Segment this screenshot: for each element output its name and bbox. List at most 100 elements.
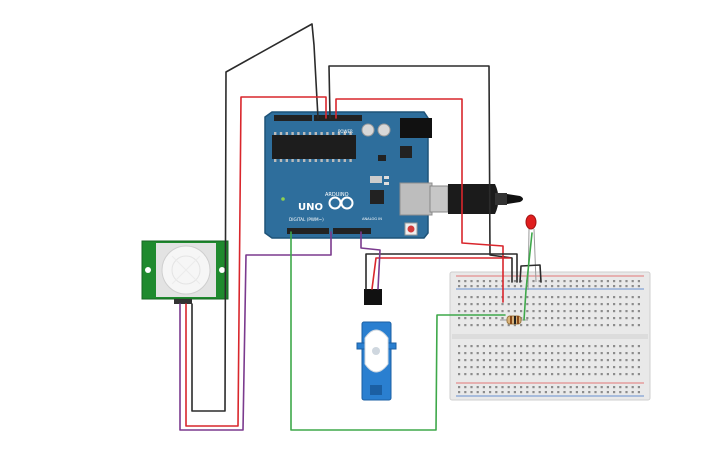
breadboard-hole[interactable] — [551, 345, 554, 348]
breadboard-hole[interactable] — [631, 352, 634, 355]
breadboard-hole[interactable] — [594, 352, 597, 355]
breadboard-hole[interactable] — [489, 352, 492, 355]
breadboard-hole[interactable] — [464, 352, 467, 355]
breadboard-hole[interactable] — [613, 280, 616, 283]
breadboard-hole[interactable] — [606, 324, 609, 327]
wire-black-gnd-breadboard[interactable] — [328, 65, 513, 283]
breadboard-hole[interactable] — [588, 386, 591, 389]
breadboard-hole[interactable] — [582, 285, 585, 288]
breadboard-hole[interactable] — [606, 345, 609, 348]
breadboard-hole[interactable] — [520, 303, 523, 306]
breadboard-hole[interactable] — [557, 280, 560, 283]
breadboard-hole[interactable] — [532, 310, 535, 313]
breadboard-hole[interactable] — [470, 303, 473, 306]
breadboard-hole[interactable] — [501, 317, 504, 320]
breadboard-hole[interactable] — [606, 366, 609, 369]
breadboard-hole[interactable] — [594, 285, 597, 288]
breadboard-hole[interactable] — [557, 317, 560, 320]
breadboard-hole[interactable] — [600, 285, 603, 288]
wire-green-led-signal[interactable] — [290, 231, 506, 431]
breadboard-hole[interactable] — [613, 373, 616, 376]
breadboard-hole[interactable] — [582, 386, 585, 389]
breadboard-hole[interactable] — [513, 296, 516, 299]
breadboard-hole[interactable] — [532, 373, 535, 376]
breadboard-hole[interactable] — [582, 317, 585, 320]
servo-connector[interactable] — [364, 289, 382, 305]
breadboard-hole[interactable] — [631, 345, 634, 348]
breadboard-hole[interactable] — [631, 280, 634, 283]
breadboard-hole[interactable] — [600, 352, 603, 355]
breadboard-hole[interactable] — [563, 352, 566, 355]
breadboard-hole[interactable] — [594, 296, 597, 299]
breadboard-hole[interactable] — [557, 324, 560, 327]
breadboard-hole[interactable] — [544, 386, 547, 389]
wire-black-servo-gnd[interactable] — [365, 253, 518, 290]
breadboard-hole[interactable] — [600, 324, 603, 327]
breadboard-hole[interactable] — [600, 303, 603, 306]
breadboard-hole[interactable] — [544, 303, 547, 306]
breadboard-hole[interactable] — [631, 386, 634, 389]
breadboard-hole[interactable] — [458, 280, 461, 283]
breadboard[interactable] — [449, 271, 651, 401]
breadboard-hole[interactable] — [501, 324, 504, 327]
breadboard-hole[interactable] — [495, 366, 498, 369]
breadboard-hole[interactable] — [575, 296, 578, 299]
wire-black-led-gnd[interactable] — [519, 264, 542, 283]
breadboard-hole[interactable] — [458, 324, 461, 327]
breadboard-hole[interactable] — [532, 359, 535, 362]
breadboard-hole[interactable] — [458, 285, 461, 288]
breadboard-hole[interactable] — [625, 303, 628, 306]
breadboard-hole[interactable] — [513, 285, 516, 288]
breadboard-hole[interactable] — [476, 285, 479, 288]
breadboard-hole[interactable] — [625, 296, 628, 299]
breadboard-hole[interactable] — [575, 324, 578, 327]
breadboard-hole[interactable] — [476, 391, 479, 394]
breadboard-hole[interactable] — [575, 345, 578, 348]
breadboard-hole[interactable] — [532, 352, 535, 355]
breadboard-hole[interactable] — [563, 310, 566, 313]
breadboard-hole[interactable] — [606, 303, 609, 306]
breadboard-hole[interactable] — [575, 285, 578, 288]
breadboard-hole[interactable] — [513, 345, 516, 348]
breadboard-hole[interactable] — [513, 366, 516, 369]
breadboard-hole[interactable] — [594, 359, 597, 362]
digital-header-right[interactable] — [314, 115, 362, 121]
breadboard-hole[interactable] — [507, 310, 510, 313]
breadboard-hole[interactable] — [600, 280, 603, 283]
breadboard-hole[interactable] — [569, 285, 572, 288]
breadboard-hole[interactable] — [464, 310, 467, 313]
breadboard-hole[interactable] — [489, 324, 492, 327]
breadboard-hole[interactable] — [613, 345, 616, 348]
breadboard-hole[interactable] — [538, 373, 541, 376]
breadboard-hole[interactable] — [600, 391, 603, 394]
breadboard-hole[interactable] — [575, 280, 578, 283]
breadboard-hole[interactable] — [520, 366, 523, 369]
breadboard-hole[interactable] — [575, 391, 578, 394]
breadboard-hole[interactable] — [520, 352, 523, 355]
breadboard-hole[interactable] — [464, 280, 467, 283]
breadboard-hole[interactable] — [637, 366, 640, 369]
breadboard-hole[interactable] — [495, 345, 498, 348]
arduino-uno-board[interactable]: ARDUINO UNO DIGITAL (PWM~) POWER ANALOG … — [264, 111, 433, 239]
breadboard-hole[interactable] — [526, 391, 529, 394]
breadboard-hole[interactable] — [538, 366, 541, 369]
breadboard-hole[interactable] — [513, 352, 516, 355]
breadboard-hole[interactable] — [538, 391, 541, 394]
breadboard-hole[interactable] — [507, 280, 510, 283]
breadboard-hole[interactable] — [637, 310, 640, 313]
breadboard-hole[interactable] — [507, 366, 510, 369]
breadboard-hole[interactable] — [464, 373, 467, 376]
breadboard-hole[interactable] — [476, 310, 479, 313]
breadboard-hole[interactable] — [513, 303, 516, 306]
breadboard-hole[interactable] — [594, 310, 597, 313]
breadboard-hole[interactable] — [482, 310, 485, 313]
breadboard-hole[interactable] — [507, 303, 510, 306]
breadboard-hole[interactable] — [563, 359, 566, 362]
breadboard-hole[interactable] — [544, 359, 547, 362]
breadboard-hole[interactable] — [470, 310, 473, 313]
breadboard-hole[interactable] — [544, 296, 547, 299]
breadboard-hole[interactable] — [526, 373, 529, 376]
wire-black-pir-gnd[interactable] — [191, 23, 319, 412]
breadboard-hole[interactable] — [532, 285, 535, 288]
breadboard-hole[interactable] — [613, 391, 616, 394]
